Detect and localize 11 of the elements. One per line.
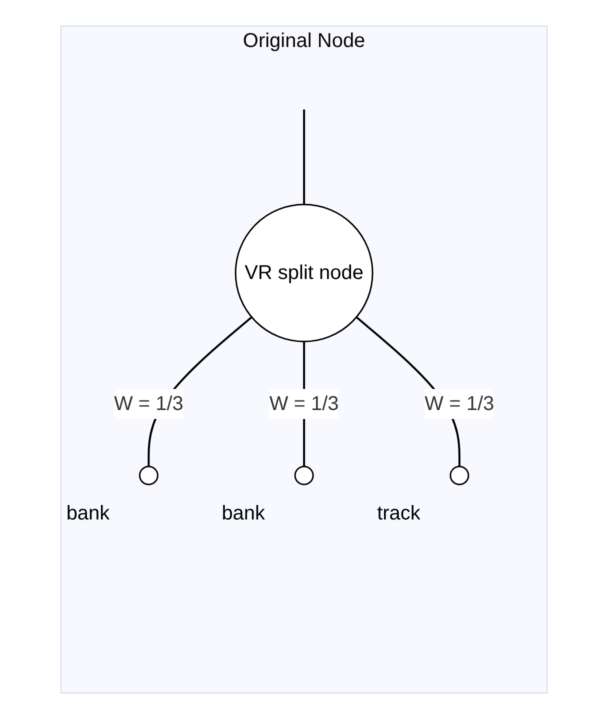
- node-circle: [450, 465, 470, 485]
- node-circle: VR split node: [234, 203, 374, 342]
- node-label: track: [377, 502, 420, 524]
- node-circle: [138, 465, 158, 485]
- edge-label: W = 1/3: [114, 392, 184, 414]
- node-label: bank: [222, 502, 266, 524]
- node-circle: [294, 465, 314, 485]
- edge-label: W = 1/3: [269, 392, 339, 414]
- node-label: bank: [66, 502, 110, 524]
- connector: [303, 109, 306, 204]
- edge-label: W = 1/3: [424, 392, 494, 414]
